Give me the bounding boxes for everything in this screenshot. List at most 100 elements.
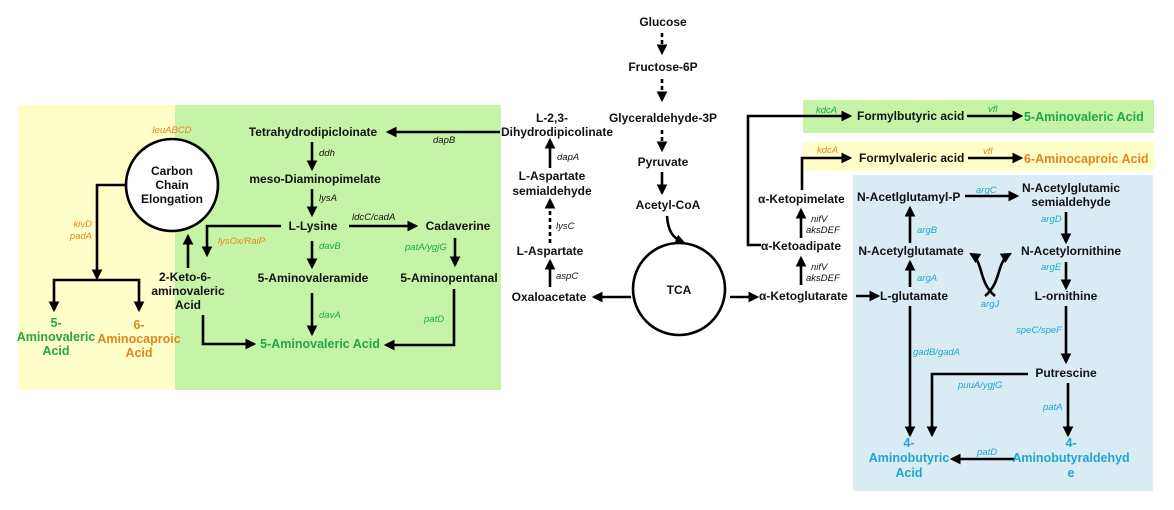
enzyme-leuABCD: leuABCD [152,125,191,136]
metabolite-putrescine: Putrescine [1035,366,1097,380]
enzyme-kivD: kivD [74,219,93,230]
product-aba-line2: Aminobutyraldehyd [1012,451,1129,465]
product-aca-left-line2: Aminocaproic [97,332,180,346]
metabolite-alpha-ketopimelate: α-Ketopimelate [758,192,845,206]
enzyme-vfl-2: vfl [983,146,993,157]
tca-label: TCA [667,283,692,297]
product-gaba-line2: Aminobutyric [869,451,950,465]
product-ava-left-line3: Acid [42,344,69,358]
enzyme-patD-arg: patD [976,447,997,458]
elongation-label-line1: Carbon [151,164,193,178]
enzyme-dapA: dapA [557,152,579,163]
metabolite-n-acetylglutamate: N-Acetylglutamate [858,244,964,258]
arrow-lysine-ketoacid [201,224,281,258]
metabolite-l-lysine: L-Lysine [289,219,338,233]
enzyme-patA-ygjG: patA/ygjG [404,242,447,253]
enzyme-ddh: ddh [319,148,335,159]
metabolite-alpha-ketoglutarate: α-Ketoglutarate [759,289,848,303]
enzyme-dapB: dapB [433,135,456,146]
enzyme-argC: argC [976,185,997,196]
metabolite-glucose: Glucose [639,15,687,29]
aca-band-region [803,142,1154,171]
enzyme-argB: argB [917,225,938,236]
metabolite-acetyl-coa: Acetyl-CoA [636,198,701,212]
enzyme-argE: argE [1041,262,1062,273]
metabolite-formylvaleric-acid: Formylvaleric acid [859,151,964,165]
metabolite-5-aminovaleramide: 5-Aminovaleramide [258,271,369,285]
elongation-label-line2: Chain [155,178,188,192]
enzyme-ldcC-cadA: ldcC/cadA [352,212,395,223]
arrow-argJ-to-acetylglutamate [969,252,996,298]
enzyme-davA: davA [319,310,341,321]
enzyme-aspC: aspC [556,271,578,282]
metabolite-l-glutamate: L-glutamate [880,289,948,303]
enzyme-davB: davB [319,241,341,252]
lysine-region [175,105,501,390]
arrow-ketoadipate-formylbutyric [746,110,853,247]
arrow-branch-aca [97,278,145,313]
arrow-aminopentanal-ava [383,289,456,351]
enzyme-nifV-1: nifV [811,214,829,225]
arrow-putrescine-gaba [926,372,1028,438]
enzyme-gadB-gadA: gadB/gadA [913,347,960,358]
elongation-label-line3: Elongation [141,192,203,206]
product-gaba-line3: Acid [895,466,922,480]
enzyme-patD-lys: patD [423,314,444,325]
product-aba-line1: 4- [1065,436,1076,450]
enzyme-kdcA-2: kdcA [817,145,838,156]
metabolite-n-acetylornithine: N-Acetylornithine [1021,244,1121,258]
metabolite-nags-line1: N-Acetylglutamic [1022,181,1120,195]
arrow-branch-ava [48,278,97,313]
enzyme-vfl-1: vfl [988,104,998,115]
enzyme-padA: padA [69,231,92,242]
product-ava-left-line2: Aminovaleric [17,330,96,344]
enzyme-patA-arg: patA [1042,402,1063,413]
enzyme-kdcA-1: kdcA [816,105,837,116]
enzyme-lysC: lysC [556,221,575,232]
metabolite-oxaloacetate: Oxaloacetate [512,290,587,304]
enzyme-lysA: lysA [319,193,337,204]
enzyme-aksDEF-2: aksDEF [806,273,841,284]
enzyme-nifV-2: nifV [811,262,829,273]
arrow-ketopimelate-formylvaleric [800,152,853,190]
metabolite-cadaverine: Cadaverine [426,219,491,233]
metabolite-formylbutyric-acid: Formylbutyric acid [857,109,964,123]
metabolite-n-acetylglutamyl-p: N-Acetlglutamyl-P [857,190,960,204]
product-aca-left-line3: Acid [125,346,152,360]
metabolite-gap: Glyceraldehyde-3P [609,111,717,125]
metabolite-keto-acid-line1: 2-Keto-6- [159,270,211,284]
enzyme-puuA-ygjG: puuA/ygjG [957,380,1002,391]
metabolite-keto-acid-line2: aminovaleric [151,284,225,298]
metabolite-nags-line2: semialdehyde [1031,195,1111,209]
metabolite-l-aspartate: L-Aspartate [517,244,584,258]
tca-cycle-circle [631,241,727,337]
enzyme-argJ: argJ [981,299,1000,310]
enzyme-speC-speF: speC/speF [1016,325,1063,336]
enzyme-aksDEF-1: aksDEF [806,225,841,236]
arrow-ketoacid-ava [201,315,257,350]
metabolite-asa-line1: L-Aspartate [519,169,586,183]
metabolite-keto-acid-line3: Acid [175,298,201,312]
metabolite-dhdp-line1: L-2,3- [536,111,568,125]
product-ava-left-line1: 5- [50,316,61,330]
arrow-acetylcoa-tca [665,215,687,245]
product-aca-left-line1: 6- [133,318,144,332]
metabolite-5-aminopentanal: 5-Aminopentanal [400,271,497,285]
metabolite-meso-diaminopimelate: meso-Diaminopimelate [249,172,381,186]
product-gaba-line1: 4- [903,436,914,450]
product-6-aminocaproic-acid-right: 6-Aminocaproic Acid [1024,152,1149,166]
product-5-aminovaleric-acid-lys: 5-Aminovaleric Acid [260,337,380,351]
arginine-region [853,175,1153,491]
arrow-elongation-branch [91,183,126,281]
metabolite-asa-line2: semialdehyde [512,184,592,198]
enzyme-argA: argA [917,273,937,284]
metabolite-pyruvate: Pyruvate [638,155,689,169]
metabolite-fructose-6p: Fructose-6P [628,60,697,74]
enzyme-lysOx-RaiP: lysOx/RaiP [218,236,266,247]
enzyme-argD: argD [1041,214,1062,225]
metabolite-l-ornithine: L-ornithine [1035,289,1098,303]
arrow-argJ-to-acetylornithine [984,252,1012,298]
product-5-aminovaleric-acid-right: 5-Aminovaleric Acid [1024,110,1144,124]
product-aba-line3: e [1068,466,1075,480]
